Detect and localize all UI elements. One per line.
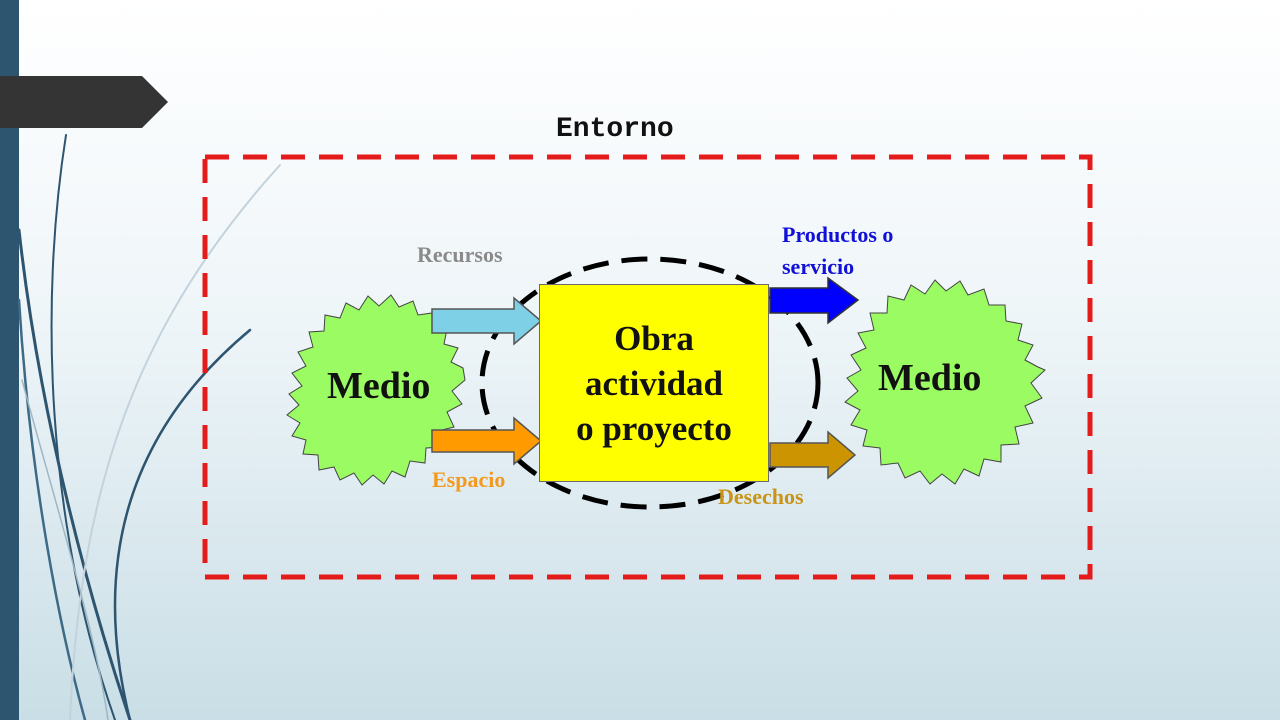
medium-right-starburst: [844, 279, 1046, 485]
project-line-2: actividad: [584, 363, 724, 403]
arrow-products: [769, 276, 860, 325]
arrow-resources: [431, 296, 543, 346]
environment-boundary: [202, 154, 1093, 580]
arrow-space: [431, 416, 543, 466]
process-boundary-circle: [479, 256, 821, 510]
slide-side-bar: [0, 0, 19, 720]
waste-label: Desechos: [718, 484, 804, 509]
medium-left-starburst: [286, 294, 466, 486]
title-tab-shape: [0, 76, 168, 128]
resources-label: Recursos: [417, 242, 503, 267]
project-line-3: o proyecto: [576, 408, 732, 448]
arrow-waste: [769, 430, 857, 480]
space-label: Espacio: [432, 467, 506, 492]
project-box: Obra actividad o proyecto: [539, 284, 769, 482]
medium-right-label: Medio: [878, 357, 982, 399]
project-line-1: Obra: [614, 318, 694, 358]
products-label: Productos o servicio: [782, 222, 894, 279]
medium-left-label: Medio: [327, 365, 431, 407]
environment-label: Entorno: [556, 114, 674, 145]
